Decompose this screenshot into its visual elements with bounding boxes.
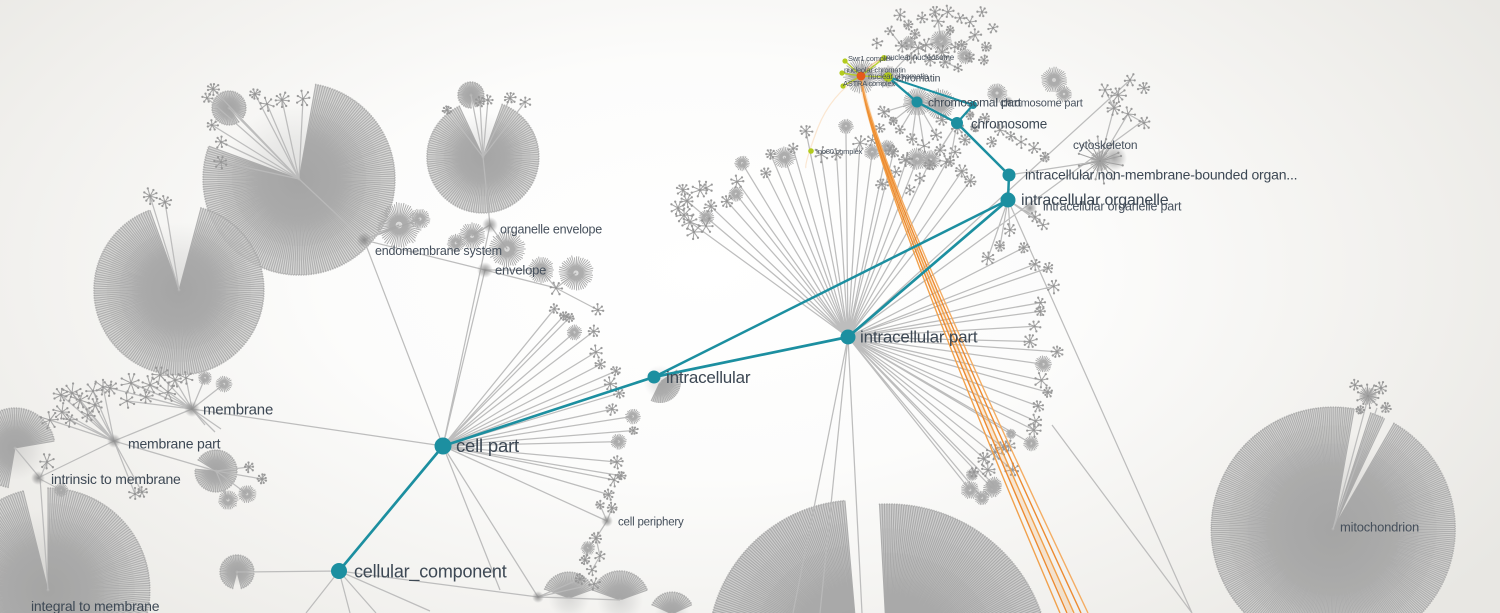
svg-text:envelope: envelope [495, 263, 546, 278]
svg-text:intracellular organelle: intracellular organelle [1021, 192, 1169, 209]
svg-text:intracellular non-membrane-bou: intracellular non-membrane-bounded organ… [1025, 167, 1297, 183]
svg-text:chromosome: chromosome [971, 117, 1047, 132]
svg-text:chromatin: chromatin [896, 73, 941, 85]
svg-text:endomembrane system: endomembrane system [375, 244, 502, 258]
svg-text:nucleolar chromatin: nucleolar chromatin [844, 66, 906, 75]
svg-text:cytoskeleton: cytoskeleton [1073, 138, 1137, 152]
svg-text:mitochondrion: mitochondrion [1340, 520, 1419, 535]
svg-text:intrinsic to membrane: intrinsic to membrane [51, 471, 181, 487]
svg-text:ASTRA complex: ASTRA complex [843, 79, 895, 88]
svg-text:integral to membrane: integral to membrane [31, 598, 160, 613]
svg-text:chromosomal part: chromosomal part [928, 96, 1022, 110]
svg-text:cell periphery: cell periphery [618, 517, 684, 529]
svg-text:Ino80 complex: Ino80 complex [816, 147, 863, 156]
svg-text:nuclear nucleosome: nuclear nucleosome [886, 53, 955, 62]
svg-text:nuclear chromatin: nuclear chromatin [868, 72, 928, 81]
svg-text:intracellular organelle part: intracellular organelle part [1043, 200, 1182, 214]
svg-text:chromosome part: chromosome part [1000, 98, 1083, 110]
svg-text:membrane: membrane [203, 402, 273, 419]
svg-text:membrane part: membrane part [128, 436, 221, 452]
svg-text:cellular_component: cellular_component [354, 562, 507, 583]
svg-text:intracellular: intracellular [666, 368, 751, 387]
svg-text:Swr1 complex: Swr1 complex [848, 54, 893, 63]
svg-text:intracellular part: intracellular part [860, 328, 978, 347]
svg-text:cell part: cell part [456, 435, 519, 456]
svg-text:organelle envelope: organelle envelope [500, 223, 602, 237]
